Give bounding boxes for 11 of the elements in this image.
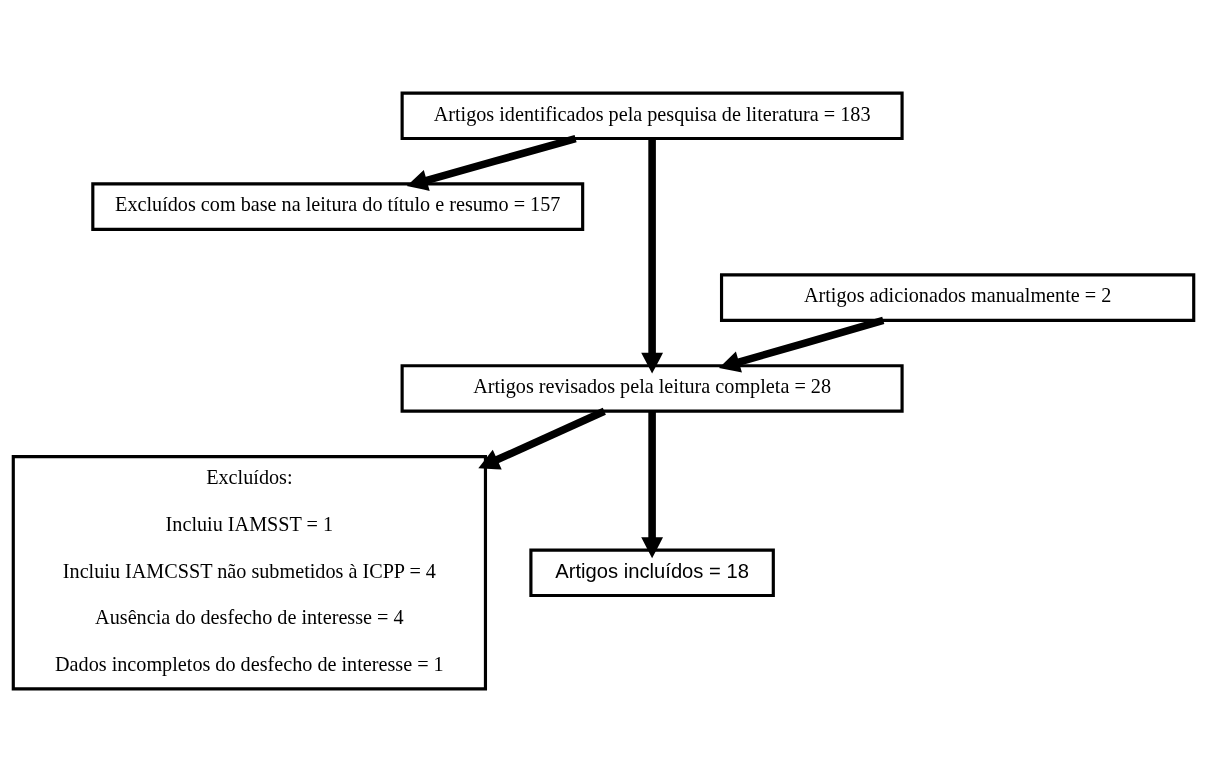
- arrow: [406, 134, 577, 191]
- node-box: Excluídos: Incluiu IAMSST = 1 Incluiu IAMCSST não submetidos à ICPP = 4 Ausência do desfecho de interesse = 4 Dados incompletos do desfecho de interesse = 1: [11, 455, 488, 691]
- arrow: [718, 316, 885, 373]
- node-box: Artigos incluídos = 18: [529, 548, 775, 598]
- arrow: [478, 407, 606, 470]
- arrow: [641, 411, 663, 559]
- node-box: Artigos identificados pela pesquisa de literatura = 183: [400, 91, 904, 141]
- node-box: Artigos revisados pela leitura completa = 28: [400, 364, 904, 413]
- arrow: [641, 138, 663, 374]
- node-box: Artigos adicionados manualmente = 2: [719, 273, 1196, 322]
- node-box: Excluídos com base na leitura do título e resumo = 157: [91, 182, 585, 231]
